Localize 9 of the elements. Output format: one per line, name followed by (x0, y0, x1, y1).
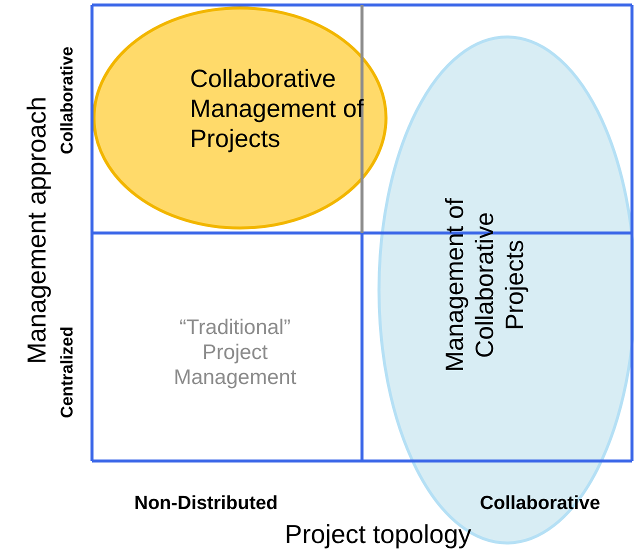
axis-label: Non-Distributed (133, 494, 279, 514)
axis-title: Project topology (284, 520, 472, 548)
axis-label: Collaborative (58, 45, 78, 156)
axis-label: Centralized (58, 325, 78, 420)
region-label: Management of Collaborative Projects (440, 197, 530, 374)
axis-label: Collaborative (478, 494, 602, 514)
region-label: “Traditional” Project Management (172, 315, 298, 391)
region-label: Collaborative Management of Projects (190, 64, 365, 154)
axis-title: Management approach (22, 95, 52, 366)
